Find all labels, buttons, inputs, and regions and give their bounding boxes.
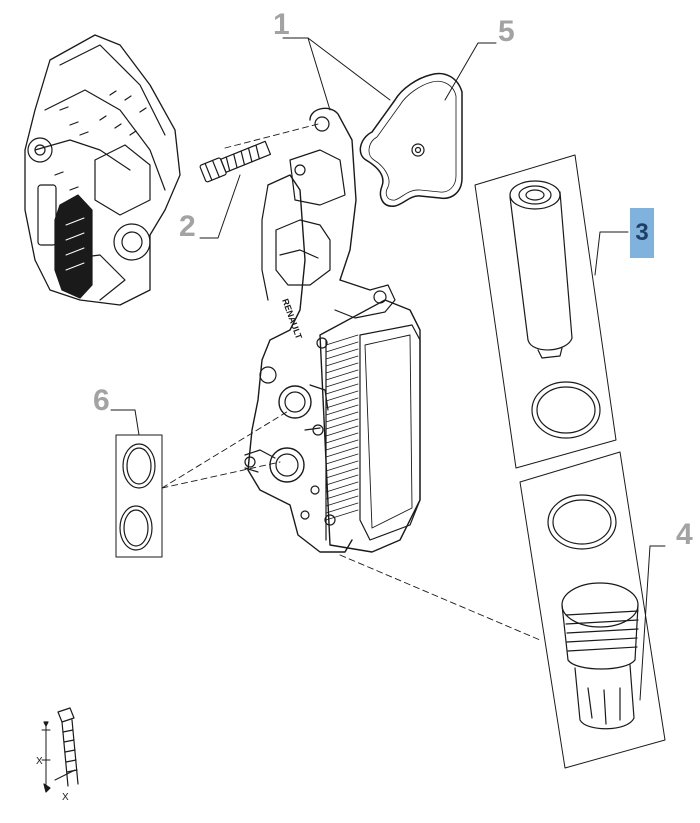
callout-4: 4 [676, 518, 693, 551]
dashed-guides [161, 123, 541, 641]
engine-block-icon [24, 34, 181, 306]
callout-5: 5 [498, 15, 515, 48]
torque-bolt-icon [41, 707, 79, 793]
oil-filter-housing-icon: RENAULT [244, 107, 421, 553]
gasket-icon [359, 72, 463, 207]
bolt-icon [199, 140, 272, 183]
callout-2: 2 [179, 210, 196, 243]
o-ring-icon [115, 434, 163, 558]
torque-label-bottom: X [62, 792, 69, 803]
callout-1: 1 [273, 8, 290, 41]
callout-6: 6 [93, 384, 110, 417]
filter-element-icon [474, 154, 617, 469]
leader-lines [110, 37, 666, 701]
callout-3-highlighted[interactable]: 3 [630, 208, 654, 258]
torque-label-top: X [36, 756, 43, 767]
filter-cap-icon [519, 451, 666, 769]
